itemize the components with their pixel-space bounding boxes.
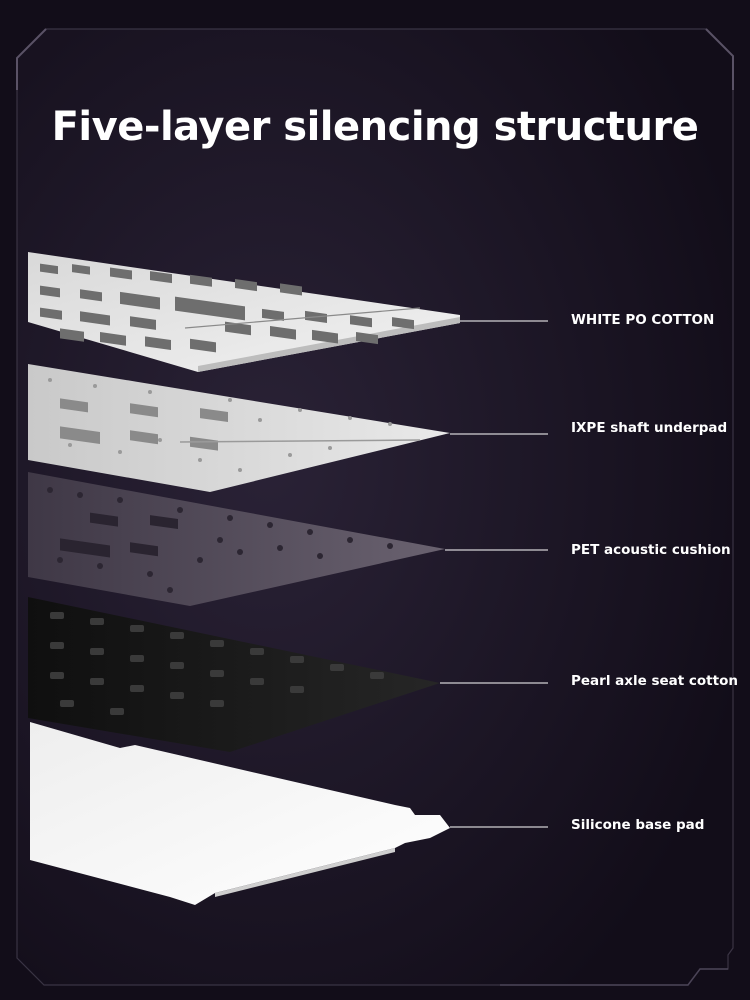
label-white-po-cotton: WHITE PO COTTON [571, 312, 715, 328]
layer-white-po-cotton [28, 252, 460, 372]
layer-silicone-base-pad [30, 722, 450, 905]
label-silicone-base-pad: Silicone base pad [571, 817, 705, 833]
page-title: Five-layer silencing structure [51, 104, 699, 150]
layer-ixpe-shaft-underpad [28, 364, 450, 492]
label-pet-acoustic-cushion: PET acoustic cushion [571, 542, 731, 558]
layer-pet-acoustic-cushion [28, 472, 445, 606]
label-pearl-axle-seat-cotton: Pearl axle seat cotton [571, 673, 738, 689]
layer-pearl-axle-seat-cotton [28, 597, 440, 752]
label-ixpe-shaft-underpad: IXPE shaft underpad [571, 420, 728, 436]
